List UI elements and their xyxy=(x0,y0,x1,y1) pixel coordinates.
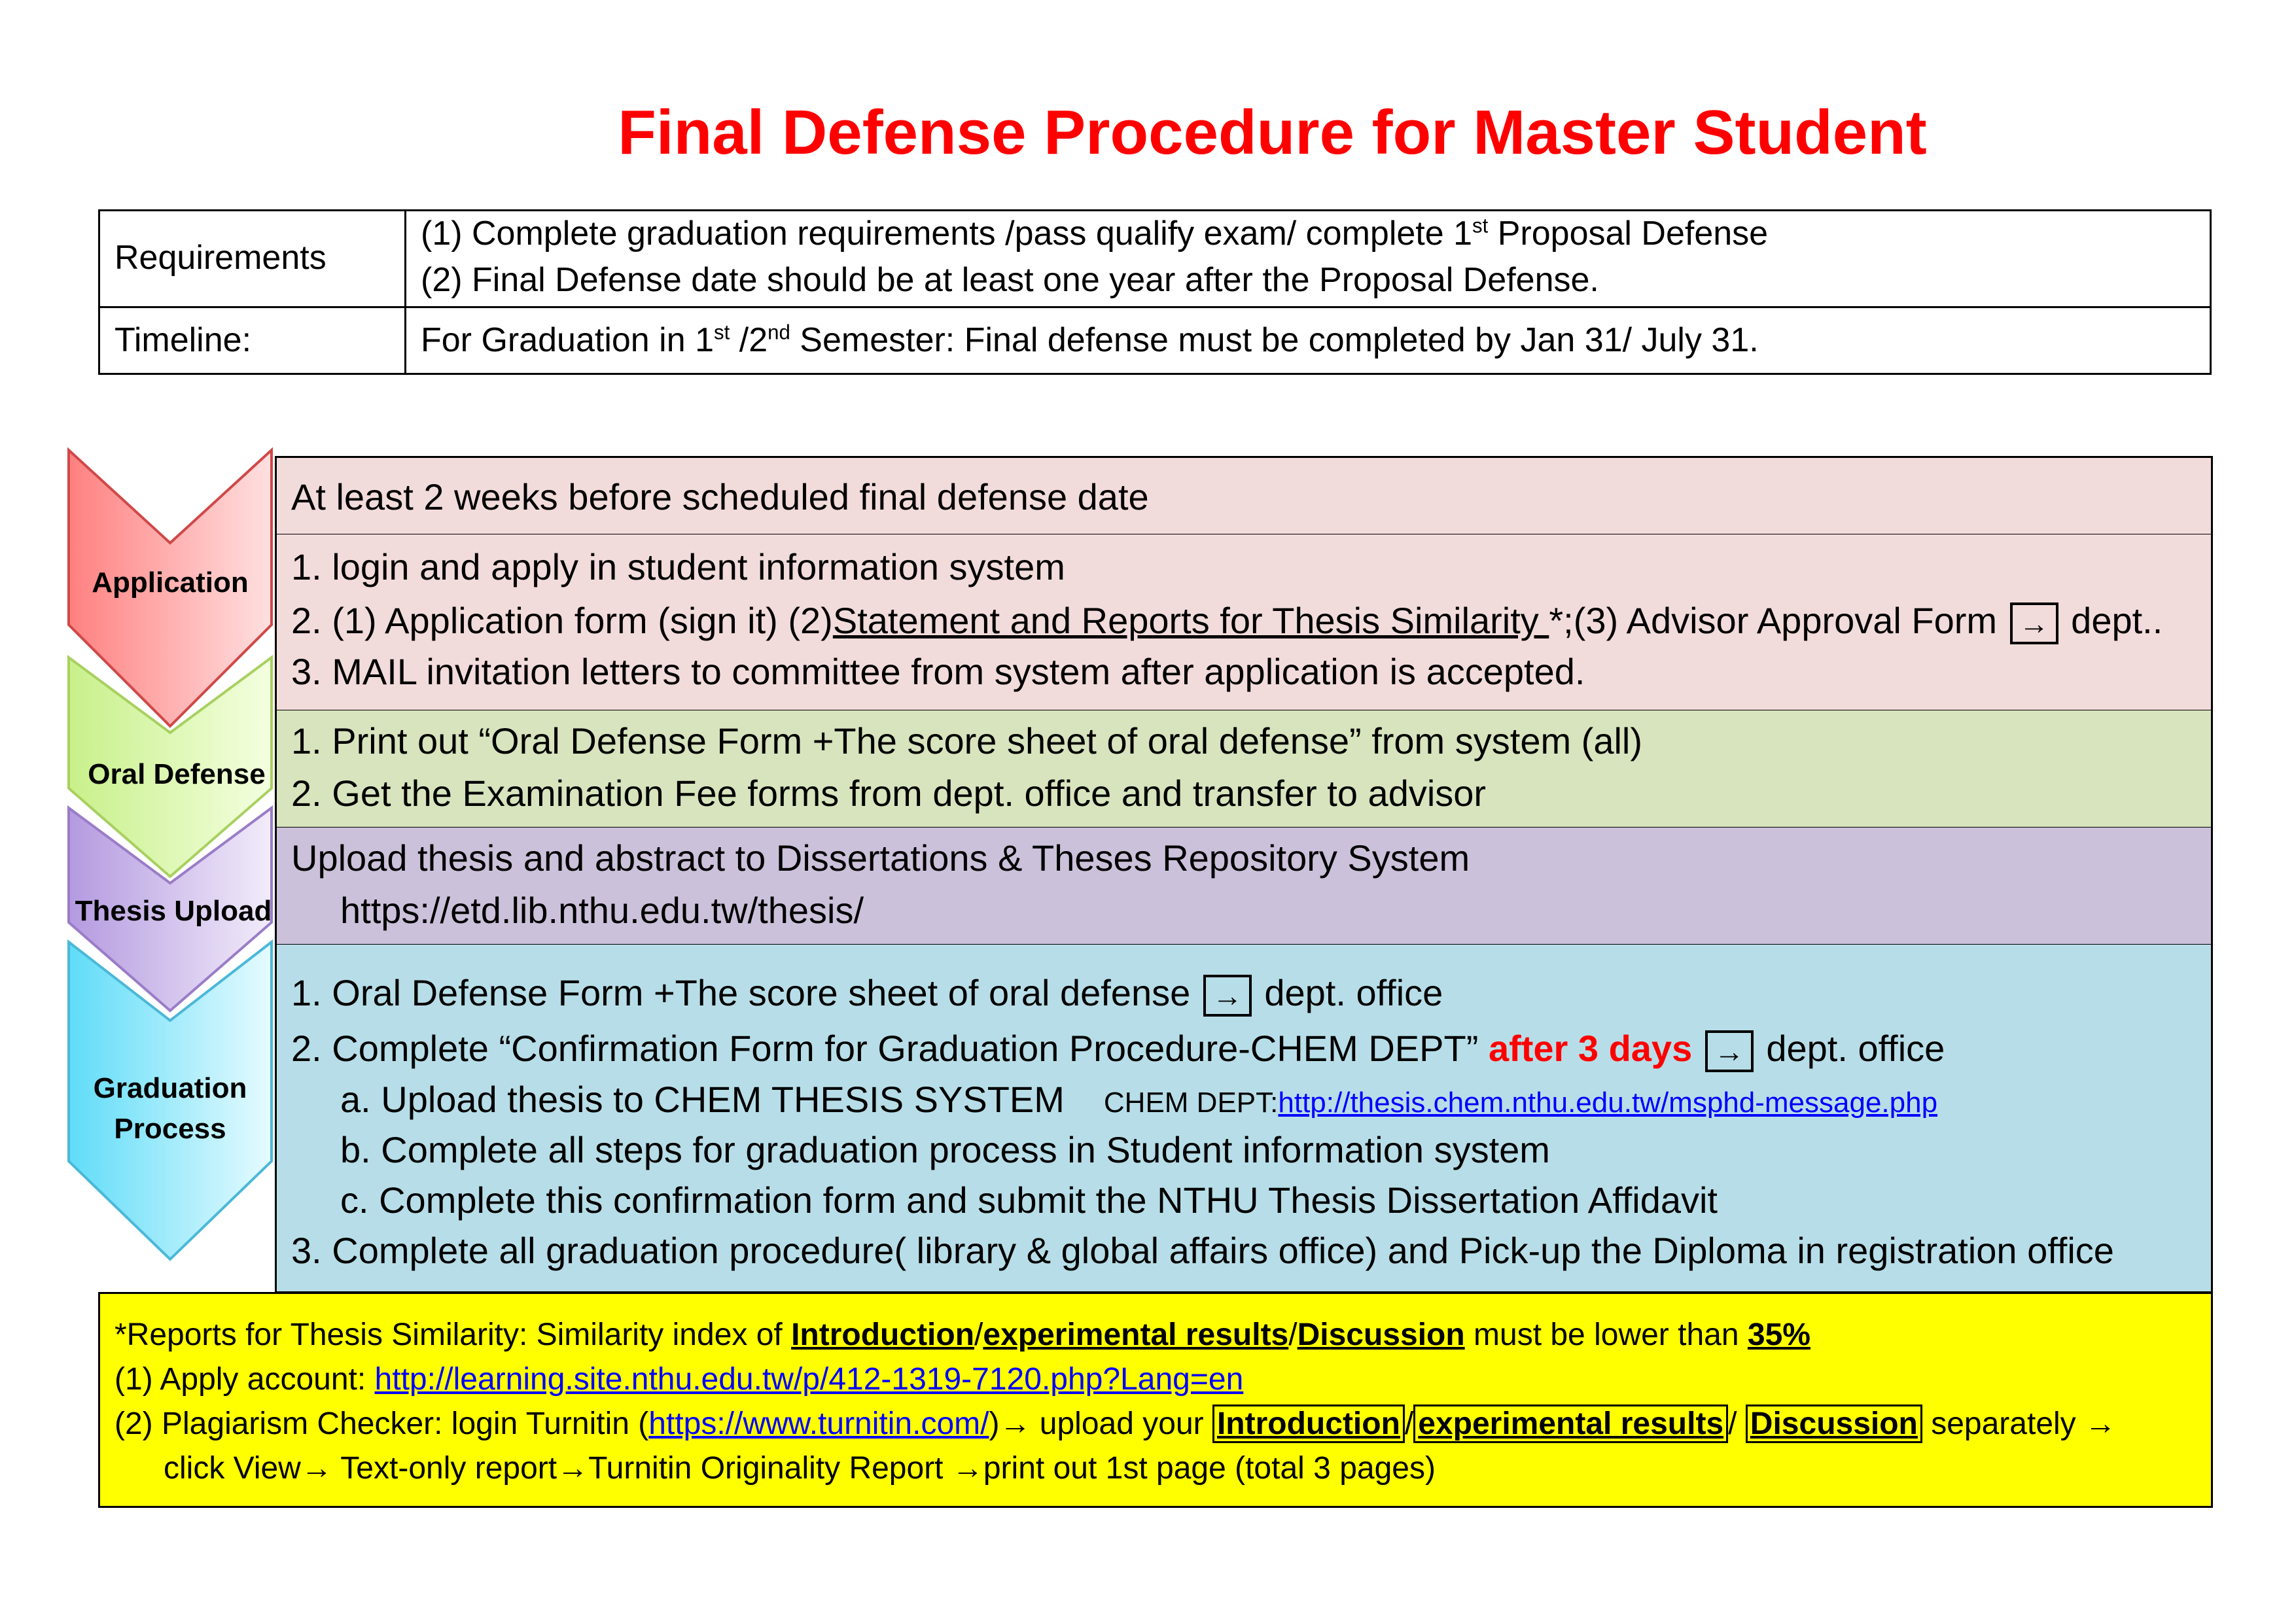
oral-defense-band: 1. Print out “Oral Defense Form +The sco… xyxy=(275,710,2213,829)
arrow-icon: → xyxy=(1704,1030,1754,1073)
requirements-table: Requirements (1) Complete graduation req… xyxy=(98,209,2212,375)
application-step-3: 3. MAIL invitation letters to committee … xyxy=(291,651,1585,692)
application-chevron xyxy=(67,447,273,728)
stage-label-application: Application xyxy=(92,567,249,599)
graduation-step-2b: b. Complete all steps for graduation pro… xyxy=(340,1129,1550,1170)
note-line-4: click View→ Text-only report→Turnitin Or… xyxy=(164,1451,1436,1486)
timeline-value: For Graduation in 1st /2nd Semester: Fin… xyxy=(421,321,1759,359)
graduation-step-3: 3. Complete all graduation procedure( li… xyxy=(291,1230,2114,1271)
oral-defense-step-1: 1. Print out “Oral Defense Form +The sco… xyxy=(291,720,1642,761)
stage-chevrons xyxy=(67,447,273,1261)
graduation-step-2: 2. Complete “Confirmation Form for Gradu… xyxy=(291,1028,1945,1073)
table-column-divider xyxy=(404,211,406,373)
apply-account-link[interactable]: http://learning.site.nthu.edu.tw/p/412-1… xyxy=(374,1362,1244,1397)
similarity-note-box: *Reports for Thesis Similarity: Similari… xyxy=(98,1292,2213,1508)
graduation-step-1: 1. Oral Defense Form +The score sheet of… xyxy=(291,972,1443,1017)
graduation-chevron xyxy=(67,939,273,1261)
graduation-band: 1. Oral Defense Form +The score sheet of… xyxy=(275,945,2213,1293)
arrow-icon: → xyxy=(2009,602,2058,645)
application-body-band: 1. login and apply in student informatio… xyxy=(275,534,2213,712)
page-title: Final Defense Procedure for Master Stude… xyxy=(618,97,1927,167)
application-header-band: At least 2 weeks before scheduled final … xyxy=(275,456,2213,536)
note-line-1: *Reports for Thesis Similarity: Similari… xyxy=(115,1318,1810,1352)
thesis-upload-chevron xyxy=(67,805,273,1013)
requirements-label: Requirements xyxy=(115,239,327,277)
application-step-1: 1. login and apply in student informatio… xyxy=(291,546,1065,587)
graduation-step-2c: c. Complete this confirmation form and s… xyxy=(340,1179,1718,1221)
thesis-upload-line-1: Upload thesis and abstract to Dissertati… xyxy=(291,837,1470,879)
thesis-upload-url: https://etd.lib.nthu.edu.tw/thesis/ xyxy=(340,890,864,931)
stage-label-thesis-upload: Thesis Upload xyxy=(75,895,272,927)
stage-label-oral-defense: Oral Defense xyxy=(88,758,266,790)
turnitin-link[interactable]: https://www.turnitin.com/ xyxy=(648,1406,989,1441)
arrow-icon: → xyxy=(1203,975,1252,1017)
timeline-label: Timeline: xyxy=(115,321,252,359)
requirements-line-1: (1) Complete graduation requirements /pa… xyxy=(421,214,1769,253)
application-header: At least 2 weeks before scheduled final … xyxy=(291,476,1149,517)
thesis-upload-band: Upload thesis and abstract to Dissertati… xyxy=(275,828,2213,946)
oral-defense-step-2: 2. Get the Examination Fee forms from de… xyxy=(291,773,1487,814)
requirements-line-2: (2) Final Defense date should be at leas… xyxy=(421,261,1599,299)
application-step-2: 2. (1) Application form (sign it) (2)Sta… xyxy=(291,600,2163,645)
table-row-divider xyxy=(100,306,2210,308)
note-line-3: (2) Plagiarism Checker: login Turnitin (… xyxy=(115,1405,2116,1443)
note-line-2: (1) Apply account: http://learning.site.… xyxy=(115,1362,1244,1397)
chem-thesis-link[interactable]: http://thesis.chem.nthu.edu.tw/msphd-mes… xyxy=(1278,1087,1938,1119)
oral-defense-chevron xyxy=(67,655,273,879)
